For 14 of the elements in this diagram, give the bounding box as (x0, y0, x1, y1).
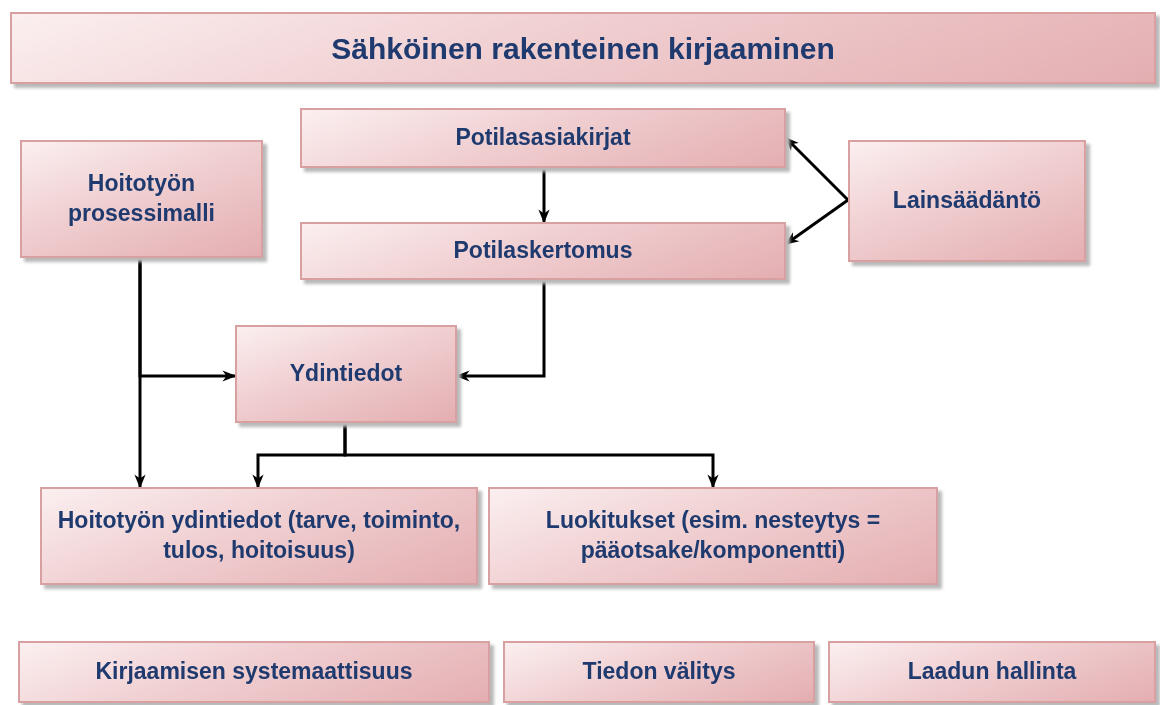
process-box: Potilasasiakirjat (300, 108, 786, 168)
process-box: Luokitukset (esim. nesteytys = pääotsake/komponentti) (488, 487, 938, 585)
process-box: Tiedon välitys (503, 641, 815, 703)
title-box: Sähköinen rakenteinen kirjaaminen (10, 12, 1156, 84)
process-box: Hoitotyön prosessimalli (20, 140, 263, 258)
process-box: Potilaskertomus (300, 222, 786, 280)
arrow (343, 423, 719, 489)
process-box: Lainsäädäntö (848, 140, 1086, 262)
process-box: Hoitotyön ydintiedot (tarve, toiminto, tulos, hoitoisuus) (40, 487, 478, 585)
arrow (134, 258, 146, 489)
process-box: Kirjaamisen systemaattisuus (18, 641, 490, 703)
process-box: Ydintiedot (235, 325, 457, 423)
arrow (538, 168, 550, 224)
process-box: Laadun hallinta (828, 641, 1156, 703)
